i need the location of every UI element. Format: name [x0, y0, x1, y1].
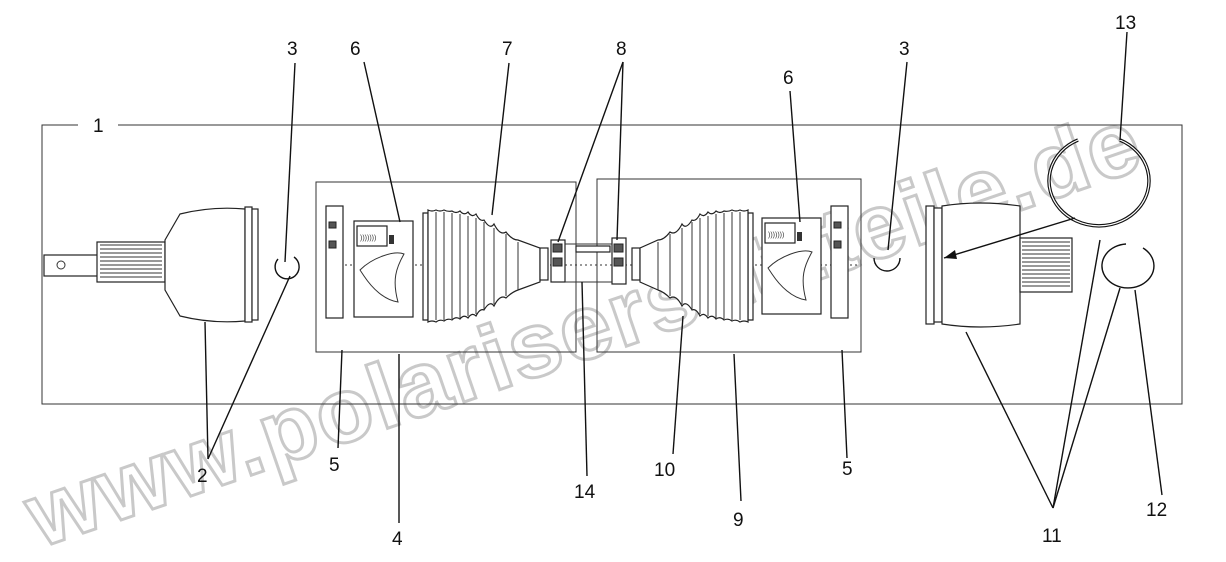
callout-5a: 5	[329, 455, 340, 476]
clamp-band-left	[325, 205, 344, 319]
inner-cv-joint	[925, 202, 1073, 328]
callout-3a: 3	[287, 39, 298, 60]
boot-right	[631, 209, 754, 323]
snap-ring-small	[1101, 243, 1155, 289]
grease-packet-right: )))))))	[761, 217, 822, 315]
boot-left	[422, 209, 549, 323]
callout-4: 4	[392, 529, 403, 550]
callout-6a: 6	[350, 39, 361, 60]
circlip-left	[274, 256, 300, 280]
callout-labels: 1 2 3 3 4 5 5 6 6 7 8 9 10 11 12 13 14	[93, 13, 1167, 550]
svg-text:))))))): )))))))	[360, 235, 376, 242]
callout-12: 12	[1146, 500, 1167, 521]
callout-7: 7	[502, 39, 513, 60]
callout-11: 11	[1042, 526, 1062, 547]
small-clamp-left	[550, 239, 566, 283]
leader-lines	[204, 31, 1163, 523]
callout-8: 8	[616, 39, 627, 60]
clamp-band-right	[830, 205, 849, 319]
callout-1: 1	[93, 116, 104, 137]
callout-2: 2	[197, 466, 208, 487]
callout-5b: 5	[842, 459, 853, 480]
callout-9: 9	[733, 510, 744, 531]
svg-text:))))))): )))))))	[768, 232, 784, 239]
grease-packet-left: )))))))	[353, 220, 414, 318]
callout-14: 14	[574, 482, 596, 503]
callout-3b: 3	[899, 39, 910, 60]
kit-frame	[41, 124, 1183, 405]
callout-13: 13	[1115, 13, 1136, 34]
small-clamp-right	[611, 237, 627, 285]
callout-10: 10	[654, 460, 675, 481]
circlip-right	[873, 257, 901, 272]
outer-cv-joint	[43, 206, 259, 323]
callout-6b: 6	[783, 68, 794, 89]
boot-kit-box-left	[315, 181, 577, 353]
